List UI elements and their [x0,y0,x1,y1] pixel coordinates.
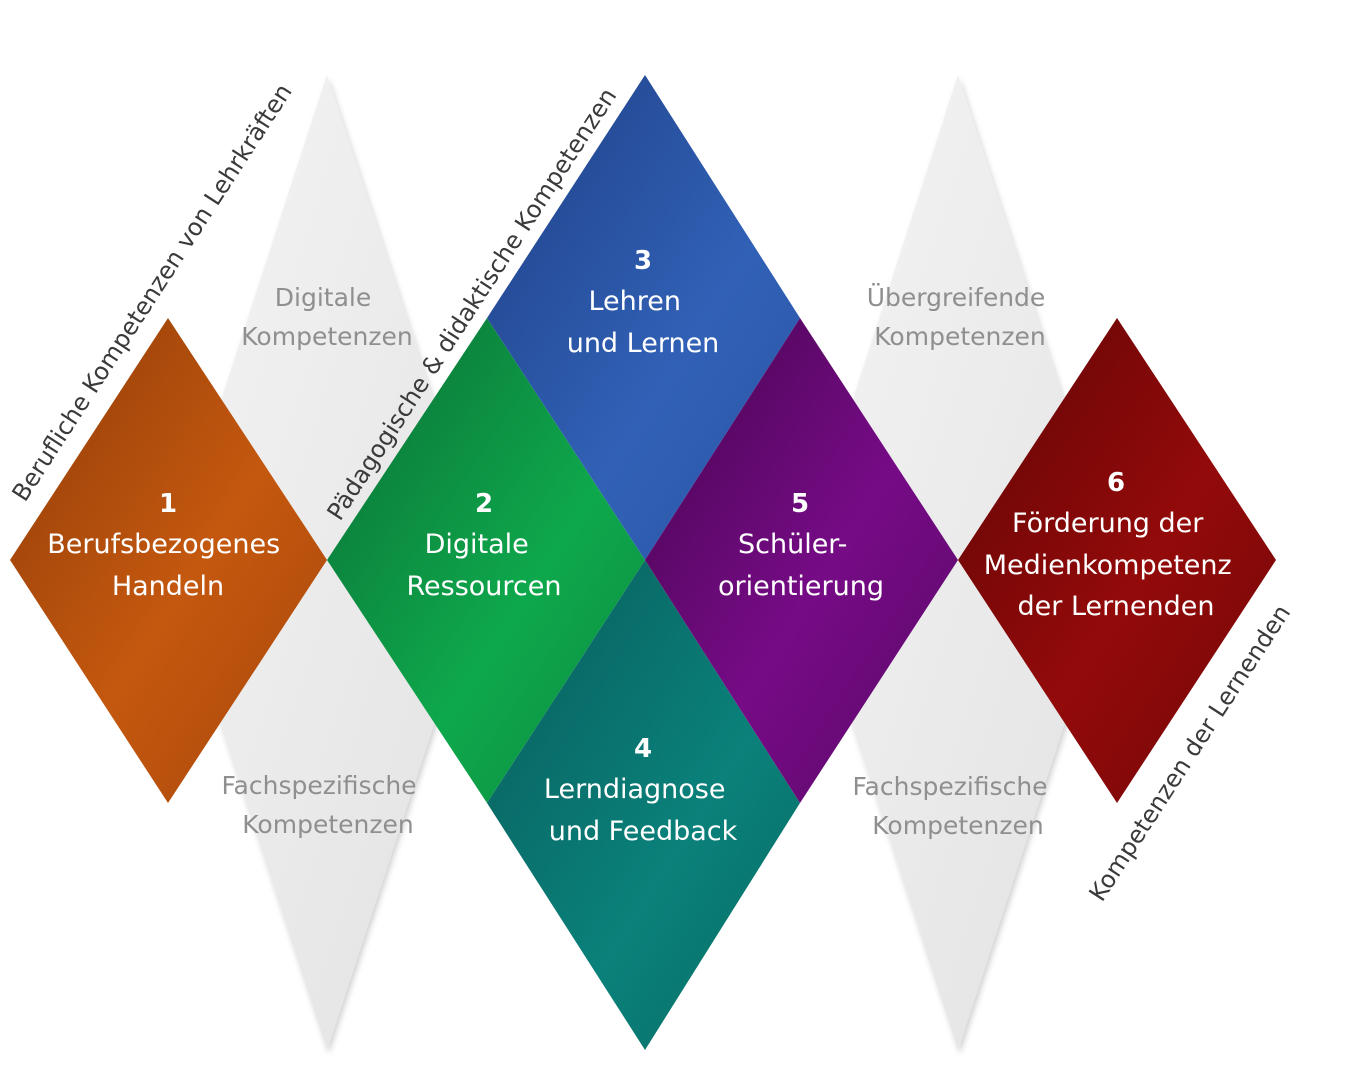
area-5-number: 5 [791,489,809,519]
area-2-label: Digitale Ressourcen [407,529,562,602]
grey-label-digital-line2: Kompetenzen [241,322,412,351]
area-6-label: Förderung der Medienkompetenz der Lernen… [984,508,1241,622]
grey-label-overarching-line2: Kompetenzen [874,322,1045,351]
area-5-diamond [645,318,958,803]
area-4-diamond [487,560,800,1050]
area-5-label: Schüler- orientierung [718,529,884,602]
area-2-diamond [327,318,645,803]
grey-label-subject-left-line2: Kompetenzen [242,810,413,839]
area-4-number: 4 [634,734,652,764]
grey-diamond-left [168,75,487,1050]
grey-label-subject-left: Fachspezifische Kompetenzen [221,771,424,839]
grey-label-subject-right-line1: Fachspezifische [852,772,1047,801]
grey-label-subject-right-line2: Kompetenzen [872,811,1043,840]
grey-diamond-right [800,75,1117,1050]
area-1-number: 1 [159,489,177,519]
area-3-number: 3 [634,246,652,276]
grey-label-overarching-line1: Übergreifende [867,283,1046,312]
grey-label-subject-left-line1: Fachspezifische [221,771,416,800]
area-1-label: Berufsbezogenes Handeln [47,529,289,602]
grey-label-digital-line1: Digitale [275,283,371,312]
area-6-number: 6 [1107,468,1125,498]
grey-label-overarching: Übergreifende Kompetenzen [867,283,1054,351]
area-3-diamond [487,75,800,560]
area-3-label: Lehren und Lernen [567,286,720,359]
grey-label-subject-right: Fachspezifische Kompetenzen [852,772,1055,840]
grey-label-digital: Digitale Kompetenzen [241,283,412,351]
area-2-number: 2 [475,489,493,519]
area-1-diamond [10,318,327,803]
area-4-label: Lerndiagnose und Feedback [544,774,738,847]
area-6-diamond [958,318,1276,803]
